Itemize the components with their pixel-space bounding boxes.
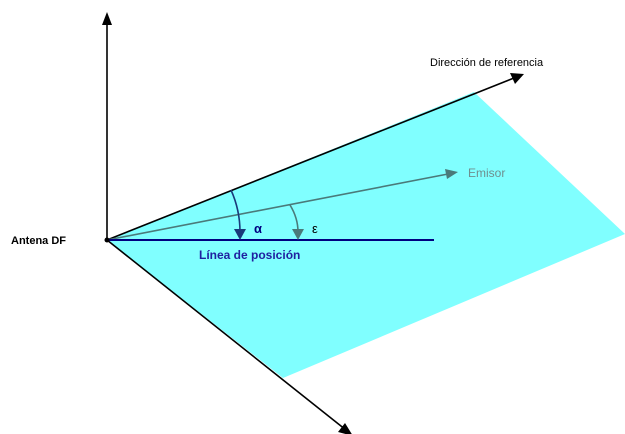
reference-direction-axis bbox=[106, 77, 515, 241]
alpha-label: α bbox=[254, 221, 262, 236]
emitter-label: Emisor bbox=[468, 166, 505, 180]
epsilon-arrowhead bbox=[292, 229, 304, 240]
emitter-arrowhead bbox=[445, 169, 458, 179]
alpha-arc bbox=[230, 189, 241, 233]
vertical-axis-arrowhead bbox=[102, 12, 112, 25]
emitter-line bbox=[106, 173, 449, 241]
antenna-origin-point bbox=[104, 237, 110, 243]
reference-direction-label: Dirección de referencia bbox=[430, 57, 544, 69]
reference-direction-arrowhead bbox=[510, 73, 524, 84]
reference-plane bbox=[107, 92, 625, 378]
antenna-label: Antena DF bbox=[11, 235, 66, 247]
lower-axis-arrowhead bbox=[338, 423, 352, 434]
epsilon-label: ε bbox=[312, 221, 318, 236]
position-line-label: Línea de posición bbox=[199, 248, 300, 262]
alpha-arrowhead bbox=[234, 229, 246, 240]
lower-axis bbox=[106, 239, 347, 431]
